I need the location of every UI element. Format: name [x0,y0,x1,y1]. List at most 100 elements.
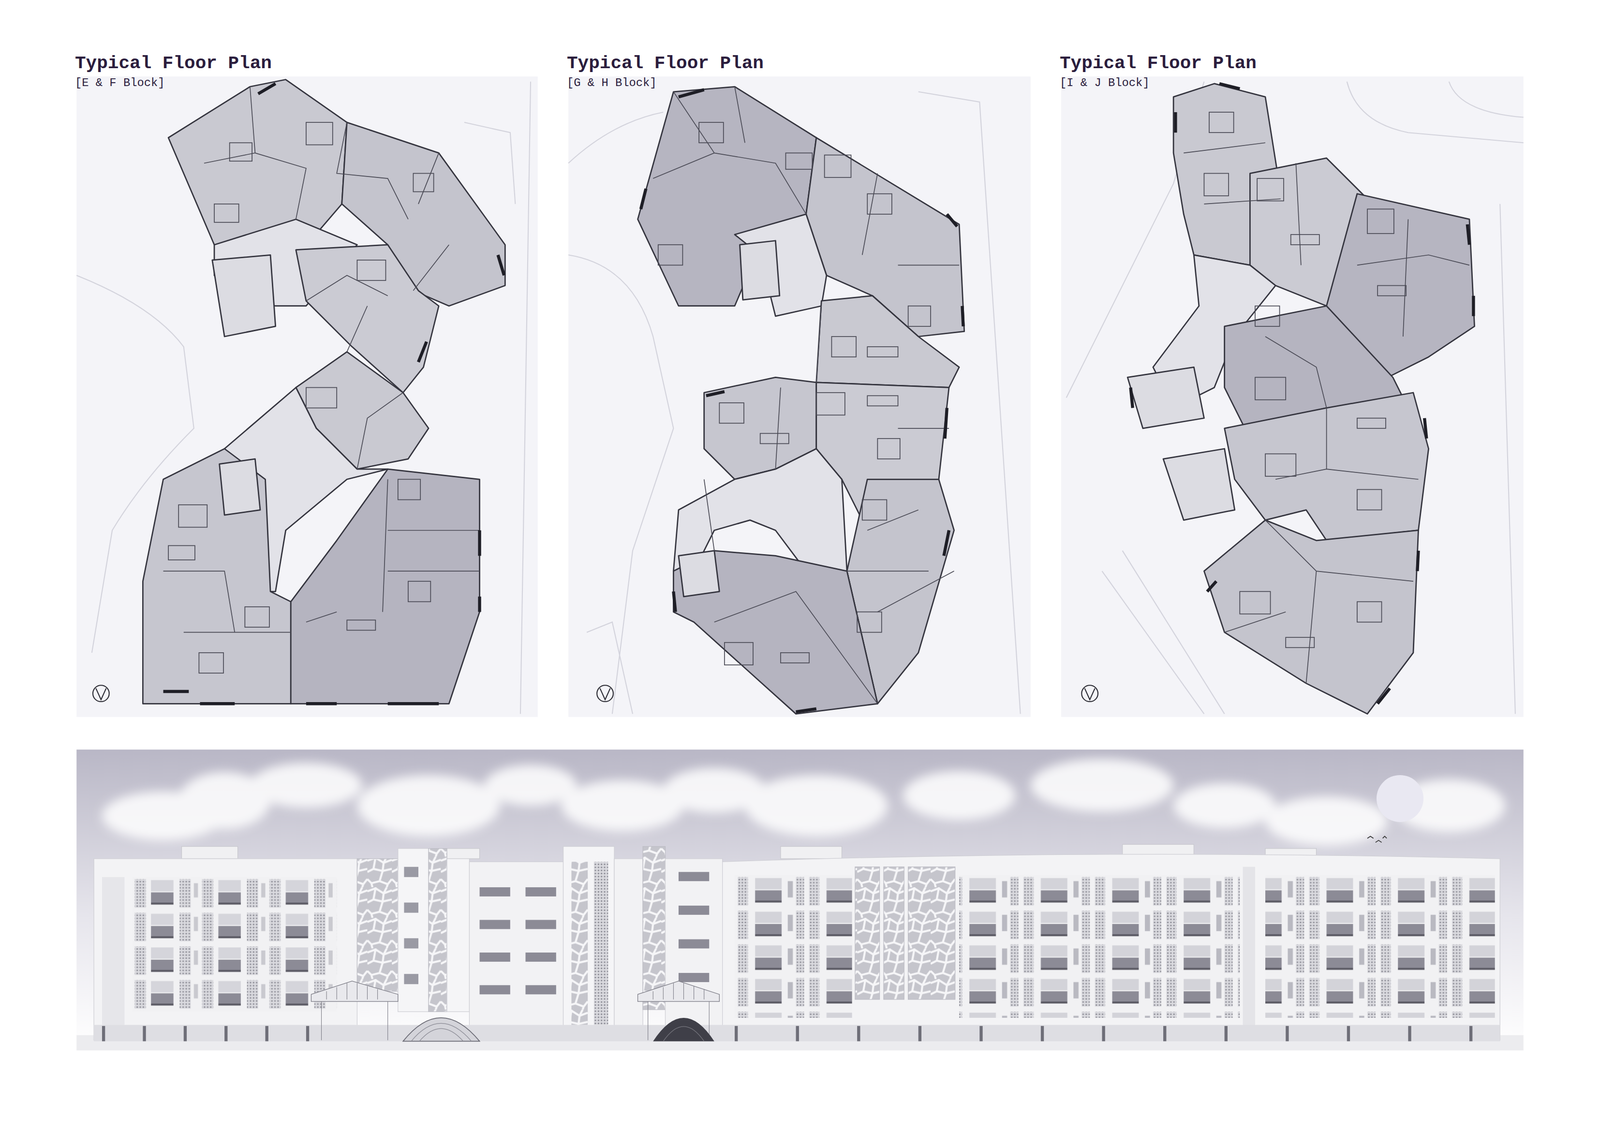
elevation-building-part [1243,867,1256,1031]
plan-gh-walls-part [877,438,900,460]
plan-ij-walls-part [1209,112,1234,133]
plan-panel: Typical Floor Plan[E & F Block] [74,52,539,719]
plan-ef-walls-part [306,122,333,145]
plan-panel-grounds-part [568,76,1031,718]
elevation-building-part-part [1407,1026,1411,1042]
elevation-building-part [734,875,853,1019]
plan-title: Typical Floor Plan [74,52,539,75]
elevation-sky-part-part [903,770,1016,820]
north-arrow-part [95,688,106,700]
elevation-building-part [678,939,710,949]
floor-plan-gh-part [740,240,780,300]
plan-ef-walls-part [163,86,480,633]
elevation-building-part [525,985,556,995]
plan-ij-walls-part [1357,418,1386,429]
north-arrow-part [92,685,110,702]
elevation-sky-part-part [1030,758,1174,813]
elevation-building-part-part [102,1026,105,1042]
site-lines-part [586,622,633,715]
plan-ij-walls-part [1367,208,1394,234]
floor-plan-ef-part [212,254,276,337]
elevation-sky [76,749,1524,1051]
elevation-building-part [402,1018,480,1042]
site-lines-part [1499,204,1516,715]
elevation-building-part [102,1026,1473,1042]
plan-ij-walls-part [1255,377,1286,400]
floor-plan-ef-part [290,469,480,704]
elevation-building-part [593,861,609,1025]
elevation-building-part [614,859,643,1041]
elevation-building-part [665,859,723,1041]
elevation-building-part [132,877,337,1012]
elevation-building-part [571,861,588,1025]
plan-panel-grounds [76,76,1524,718]
elevation-building-part [525,952,556,963]
floor-plan-gh-part [673,550,878,714]
elevation-building-part [855,867,880,1000]
plan-ef-walls-part [398,479,421,500]
north-arrow [92,685,110,702]
elevation-building-part-part [306,1026,310,1042]
plan-ef-walls-part [214,204,239,223]
elevation-building-part [93,1025,1500,1042]
elevation-building-part-part [265,1026,269,1042]
elevation-building-part-part [311,981,398,1002]
elevation-building-part-part [979,1026,983,1042]
floor-plan-ij-part [1203,520,1419,715]
plan-panel: Typical Floor Plan[I & J Block] [1059,52,1525,719]
plan-ef-openings [163,83,505,704]
plan-gh-walls-part [698,122,724,143]
elevation-building-part [102,877,125,1031]
plan-ef-openings-part [163,83,505,704]
north-arrow-part [1081,685,1098,702]
elevation-building-part [479,952,511,963]
elevation-building-part [663,1026,704,1042]
elevation-building-part [479,887,511,897]
site-lines-part [568,254,674,714]
elevation-sky-part-part [484,765,577,806]
plan-ef-walls-part [198,652,224,674]
elevation-building-part [93,859,357,1041]
elevation-building-part [411,1023,472,1042]
elevation-building-part [908,867,956,1000]
plan-gh-walls-part [719,402,744,424]
plan-panel-grounds-part [1061,76,1524,718]
plan-gh-walls-part [760,433,789,444]
elevation-sky-part [102,758,1506,846]
elevation-building-part [525,887,556,897]
elevation-sky-part-part [356,775,500,837]
elevation-building-part [678,905,710,916]
elevation-building-part [722,854,1501,1041]
elevation-building-part [428,848,447,1012]
plan-ef-walls-part [306,387,337,408]
plan-ij-walls-part [1257,178,1284,201]
elevation-building-part [403,867,419,878]
floor-plan-ef-part [168,79,347,251]
plan-ij-walls-part [1265,454,1296,477]
elevation-building-part-part [1163,1026,1167,1042]
plan-title: Typical Floor Plan [1059,52,1525,75]
plan-gh-walls-part [831,336,857,357]
elevation-building-part-part [142,1026,146,1042]
elevation-building-part-part [1101,1026,1105,1042]
block-subtitle: [E & F Block] [74,75,539,91]
plan-gh-walls-part [867,395,898,406]
plan-ij-walls-part [1285,637,1315,648]
plan-gh-walls-part [658,244,683,266]
elevation-building-part-part [1469,1026,1473,1042]
elevation-building-part-part [637,981,720,1002]
north-arrow-part [600,688,611,700]
floor-plan-ij-part [1127,367,1204,429]
elevation-building-part [563,846,615,1041]
plan-ef-walls-part [168,545,195,561]
north-arrow [1081,685,1098,702]
plan-gh-walls [652,86,960,704]
elevation-building-part [469,861,563,1041]
elevation-building-part-part [224,1026,228,1042]
elevation-building-part [311,981,720,1002]
plan-gh-walls-part [908,306,931,327]
north-arrow [596,685,614,702]
plan-gh-walls-part [724,642,754,666]
